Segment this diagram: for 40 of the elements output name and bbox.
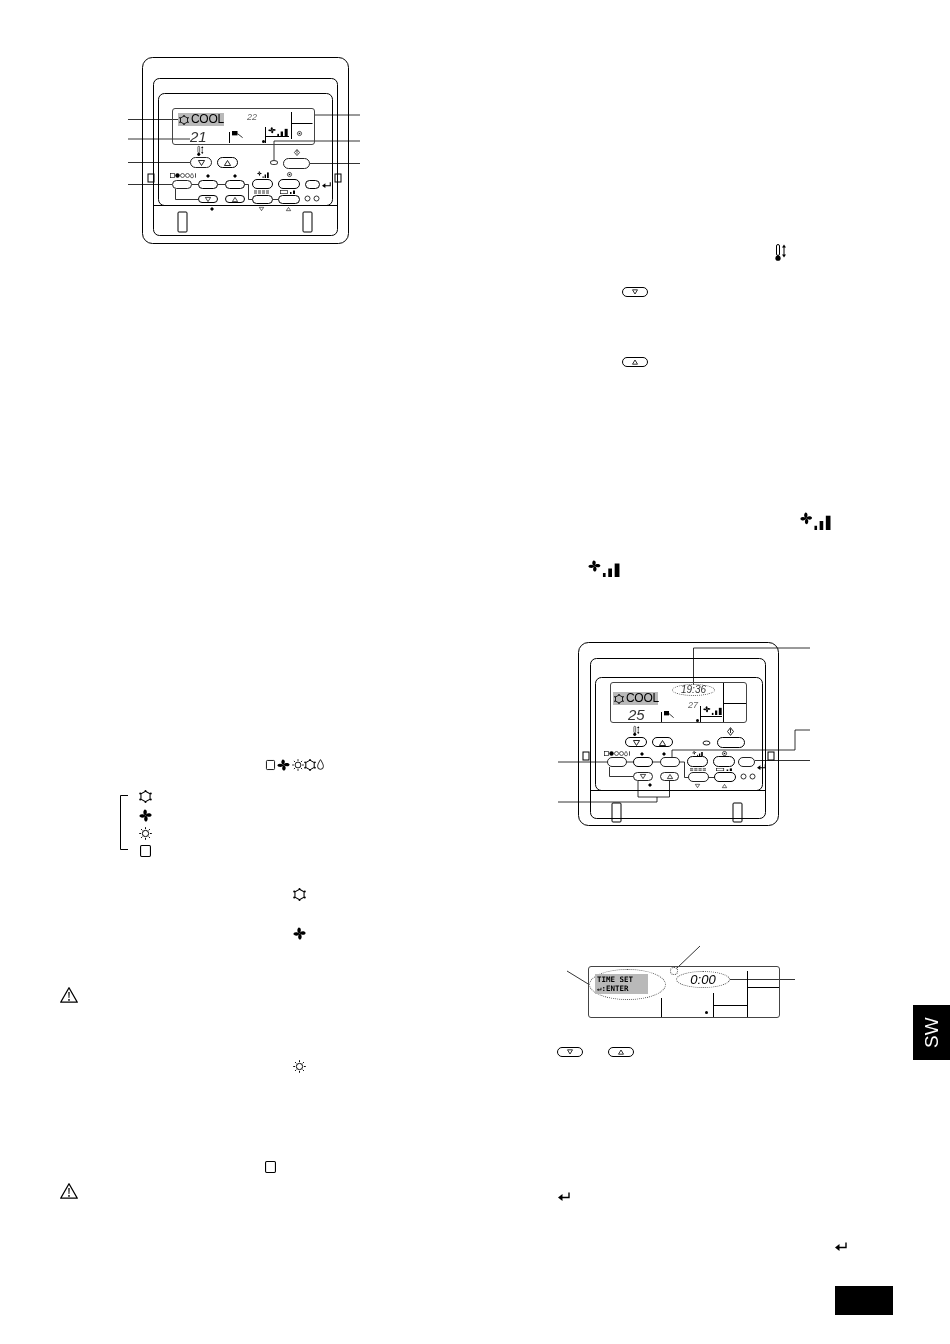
temperature-readout: 22 <box>247 113 257 122</box>
leader-line <box>693 647 811 685</box>
temperature-readout: 25 <box>628 707 645 722</box>
mode-display <box>178 113 224 126</box>
power-button <box>283 158 310 169</box>
down-button <box>633 772 653 781</box>
mode-display <box>613 692 658 705</box>
lcd-screen <box>588 966 780 1018</box>
temperature-readout: 21 <box>190 129 214 144</box>
faceplate-line <box>609 766 634 777</box>
enter-button <box>738 757 755 767</box>
mode-text: COOL <box>191 113 224 126</box>
leader-line <box>127 184 173 185</box>
faceplate-line <box>679 761 689 778</box>
leader-line <box>273 140 361 161</box>
mode-button <box>172 180 192 189</box>
leader-line <box>557 761 608 763</box>
leader-line <box>637 780 658 798</box>
leader-line <box>754 760 811 761</box>
leader-line <box>676 945 701 969</box>
leader-line <box>671 729 811 758</box>
indicator-lamp <box>270 160 278 165</box>
mode-text: COOL <box>626 692 659 705</box>
leader-line <box>309 163 361 164</box>
down-button <box>190 157 212 168</box>
leader-line <box>656 780 670 798</box>
up-button <box>660 772 679 781</box>
mode-button <box>607 757 627 767</box>
control-button <box>660 757 680 767</box>
lcd-screen <box>610 682 747 723</box>
leader-line <box>557 796 658 803</box>
section-tab: SW <box>913 1005 950 1060</box>
lcd-screen <box>172 108 315 145</box>
control-button <box>688 772 709 782</box>
leader-line <box>566 970 590 985</box>
leader-line <box>314 114 361 116</box>
leader-line <box>127 119 179 120</box>
leader-line <box>127 138 191 140</box>
leader-line <box>127 162 191 163</box>
leader-line <box>729 979 796 980</box>
